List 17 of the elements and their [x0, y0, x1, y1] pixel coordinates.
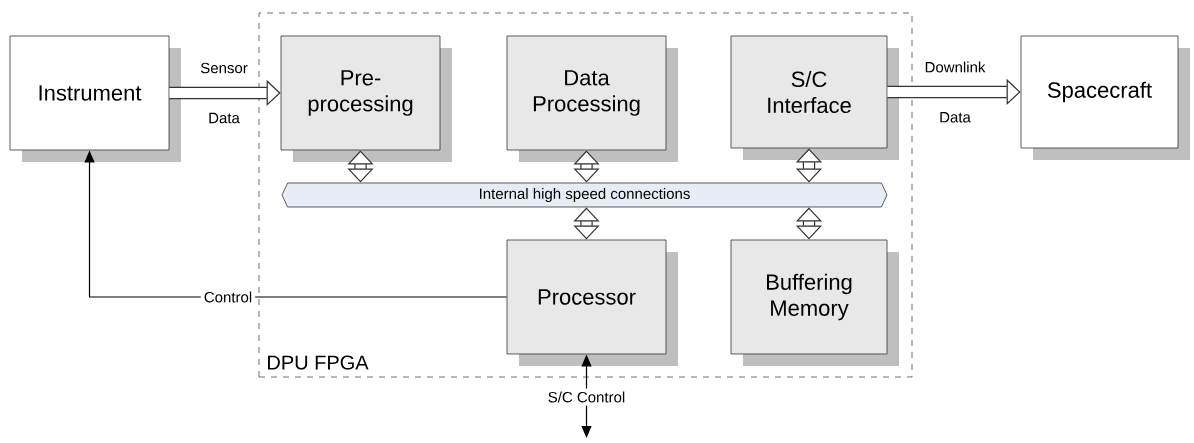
- block-box: Buffering Memory: [730, 239, 899, 366]
- frame-label: DPU FPGA: [268, 355, 369, 370]
- edge-label: Downlink Data: [925, 61, 986, 123]
- double-arrow: [795, 207, 823, 240]
- block-box: Processor: [506, 239, 678, 366]
- block-box: Pre-processing: [280, 35, 452, 162]
- block-box: Instrument: [9, 35, 181, 162]
- double-arrow: [573, 150, 600, 183]
- edge-label: S/C Control: [544, 388, 629, 406]
- double-arrow: [347, 150, 374, 183]
- edge-label: Sensor Data: [200, 62, 248, 124]
- block-box: Data Processing: [506, 35, 678, 162]
- block-box: Spacecraft: [1020, 35, 1190, 160]
- edge-label: Control: [200, 288, 256, 306]
- block-box: S/C Interface: [730, 35, 899, 160]
- double-arrow: [573, 207, 600, 240]
- double-arrow: [795, 148, 823, 183]
